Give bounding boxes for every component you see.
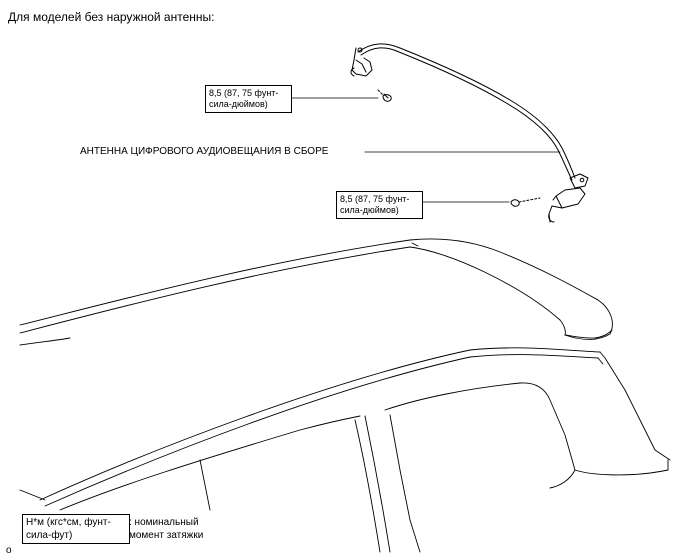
antenna-assembly [350, 43, 589, 223]
torque-callout-upper-line1: 8,5 (87, 75 фунт- [209, 88, 279, 98]
legend-torque-unit-box: Н*м (кгс*см, фунт- сила-фут) [22, 514, 130, 544]
legend-desc-line2: момент затяжки [129, 530, 204, 541]
torque-callout-lower-line1: 8,5 (87, 75 фунт- [340, 194, 410, 204]
leader-lines [283, 97, 561, 203]
torque-callout-lower-line2: сила-дюймов) [340, 205, 399, 215]
torque-callout-upper: 8,5 (87, 75 фунт- сила-дюймов) [205, 85, 292, 113]
legend-desc-line1: : номинальный [129, 517, 199, 528]
part-label-antenna-assembly: АНТЕННА ЦИФРОВОГО АУДИОВЕЩАНИЯ В СБОРЕ [80, 146, 329, 157]
vehicle-roof-outline [19, 238, 671, 553]
legend-box-line1: Н*м (кгс*см, фунт- [26, 517, 111, 528]
page-heading: Для моделей без наружной антенны: [8, 10, 215, 24]
torque-callout-upper-line2: сила-дюймов) [209, 99, 268, 109]
corner-mark: o [6, 545, 12, 556]
torque-callout-lower: 8,5 (87, 75 фунт- сила-дюймов) [336, 191, 423, 219]
legend-description: : номинальный момент затяжки [129, 516, 203, 542]
legend-box-line2: сила-фут) [26, 530, 73, 541]
